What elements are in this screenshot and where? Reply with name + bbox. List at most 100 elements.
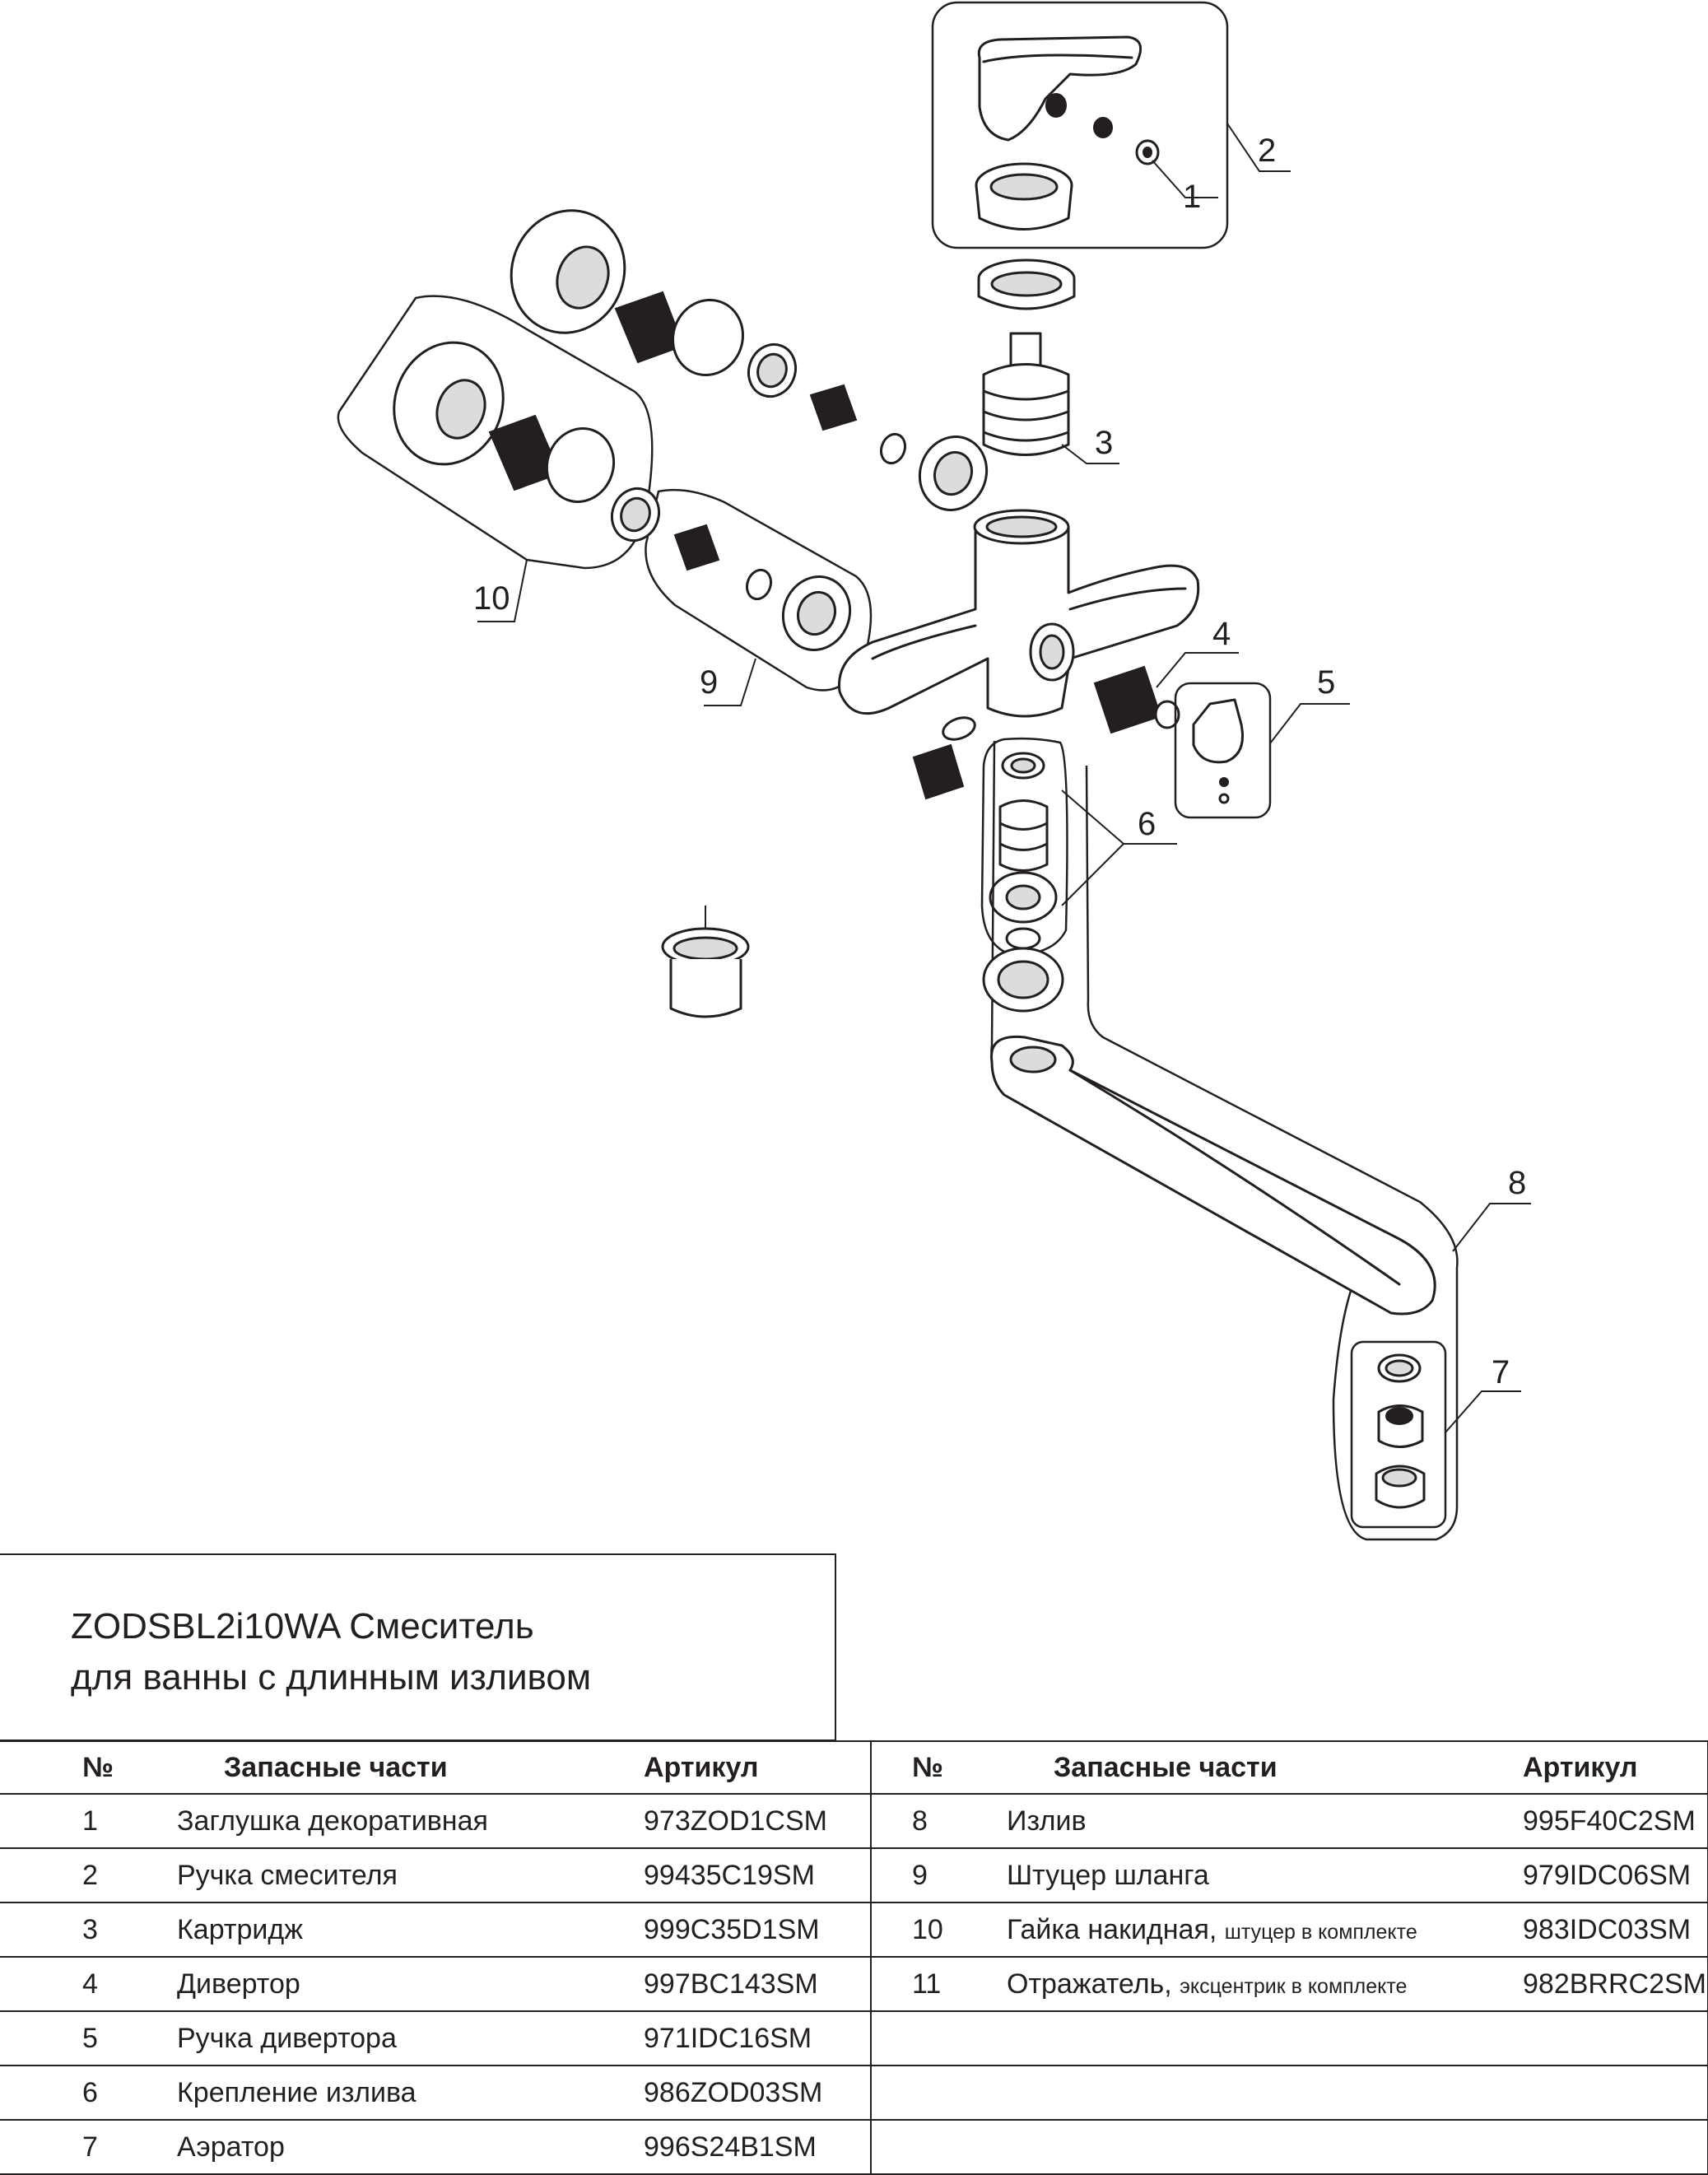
part-name-cell: Гайка накидная, штуцер в комплекте [1007, 1903, 1523, 1958]
title-box: ZODSBL2i10WA Смеситель для ванны с длинн… [0, 1553, 836, 1741]
part-name: Заглушка декоративная [177, 1805, 488, 1837]
part-number [871, 2120, 1007, 2175]
part-sku: 999C35D1SM [644, 1903, 871, 1958]
part-number: 7 [0, 2120, 177, 2175]
callout-3: 3 [1095, 425, 1113, 461]
cartridge-nut [977, 258, 1076, 310]
part-number: 10 [871, 1903, 1007, 1958]
part-name: Дивертор [177, 1968, 300, 2000]
part-number: 4 [0, 1957, 177, 2012]
part-number: 9 [871, 1848, 1007, 1903]
hose-fitting-group-box [611, 487, 873, 692]
table-header-row: № Запасные части Артикул [0, 1741, 871, 1795]
exploded-view-diagram: 1 2 3 10 [337, 1, 1531, 1541]
table-row [871, 2066, 1708, 2121]
part-name-cell: Штуцер шланга [1007, 1848, 1523, 1903]
part-name: Ручка смесителя [177, 1859, 398, 1891]
deflector [661, 906, 750, 1018]
part-name: Отражатель, [1007, 1968, 1172, 2000]
part-sku: 973ZOD1CSM [644, 1794, 871, 1849]
spout-fastening-box [980, 737, 1068, 957]
title-line-2: для ванны с длинным изливом [71, 1657, 592, 1698]
part-sku [1523, 2011, 1708, 2066]
part-sku: 979IDC06SM [1523, 1848, 1708, 1903]
part-sku [1523, 2120, 1708, 2175]
callout-1: 1 [1183, 179, 1201, 215]
callout-8: 8 [1508, 1165, 1526, 1201]
header-name: Запасные части [1007, 1741, 1523, 1795]
part-name: Гайка накидная, [1007, 1913, 1217, 1945]
part-number: 3 [0, 1903, 177, 1958]
part-name-cell: Отражатель, эксцентрик в комплекте [1007, 1957, 1523, 2012]
upper-eccentric-parts [510, 209, 989, 511]
part-name-cell: Ручка смесителя [177, 1848, 644, 1903]
header-sku: Артикул [644, 1741, 871, 1795]
diverter-handle-box [1174, 682, 1272, 819]
part-number: 5 [0, 2011, 177, 2066]
header-no: № [0, 1741, 177, 1795]
eccentric-group-box [337, 295, 654, 570]
part-name-cell: Излив [1007, 1794, 1523, 1849]
header-no: № [871, 1741, 1007, 1795]
cartridge [982, 332, 1070, 456]
part-name-cell [1007, 2120, 1523, 2175]
part-name: Крепление излива [177, 2076, 417, 2108]
part-sku [1523, 2066, 1708, 2121]
spout [982, 740, 1459, 1541]
part-name-cell: Дивертор [177, 1957, 644, 2012]
mixer-body [838, 509, 1200, 718]
table-header-row: № Запасные части Артикул [871, 1741, 1708, 1795]
callout-4: 4 [1212, 616, 1231, 652]
callout-7: 7 [1492, 1354, 1510, 1390]
part-name-cell: Картридж [177, 1903, 644, 1958]
callout-5: 5 [1317, 664, 1335, 701]
part-name-cell: Ручка дивертора [177, 2011, 644, 2066]
part-sku: 983IDC03SM [1523, 1903, 1708, 1958]
callout-2: 2 [1258, 133, 1276, 169]
product-title: ZODSBL2i10WA Смеситель для ванны с длинн… [71, 1601, 591, 1703]
part-name: Аэратор [177, 2131, 285, 2163]
part-number: 8 [871, 1794, 1007, 1849]
diverter [1093, 665, 1180, 734]
part-name-cell: Аэратор [177, 2120, 644, 2175]
part-sku: 996S24B1SM [644, 2120, 871, 2175]
part-sku: 997BC143SM [644, 1957, 871, 2012]
part-name-cell: Крепление излива [177, 2066, 644, 2121]
part-name: Ручка дивертора [177, 2022, 397, 2054]
part-number: 2 [0, 1848, 177, 1903]
handle-group-box [931, 1, 1229, 249]
aerator-box [1350, 1340, 1447, 1529]
table-row [871, 2120, 1708, 2175]
part-name-cell [1007, 2066, 1523, 2121]
table-row [871, 2011, 1708, 2066]
part-name: Картридж [177, 1913, 303, 1945]
part-name-cell: Заглушка декоративная [177, 1794, 644, 1849]
part-sku: 982BRRC2SM [1523, 1957, 1708, 2012]
part-sku: 986ZOD03SM [644, 2066, 871, 2121]
callout-10: 10 [473, 580, 510, 617]
part-number: 11 [871, 1957, 1007, 2012]
part-name: Излив [1007, 1805, 1087, 1837]
header-name: Запасные части [177, 1741, 644, 1795]
callout-9: 9 [700, 664, 718, 701]
part-sku: 995F40C2SM [1523, 1794, 1708, 1849]
part-number [871, 2066, 1007, 2121]
part-note: эксцентрик в комплекте [1180, 1974, 1408, 1998]
part-number: 6 [0, 2066, 177, 2121]
part-number [871, 2011, 1007, 2066]
part-sku: 99435C19SM [644, 1848, 871, 1903]
callout-6: 6 [1138, 806, 1156, 842]
